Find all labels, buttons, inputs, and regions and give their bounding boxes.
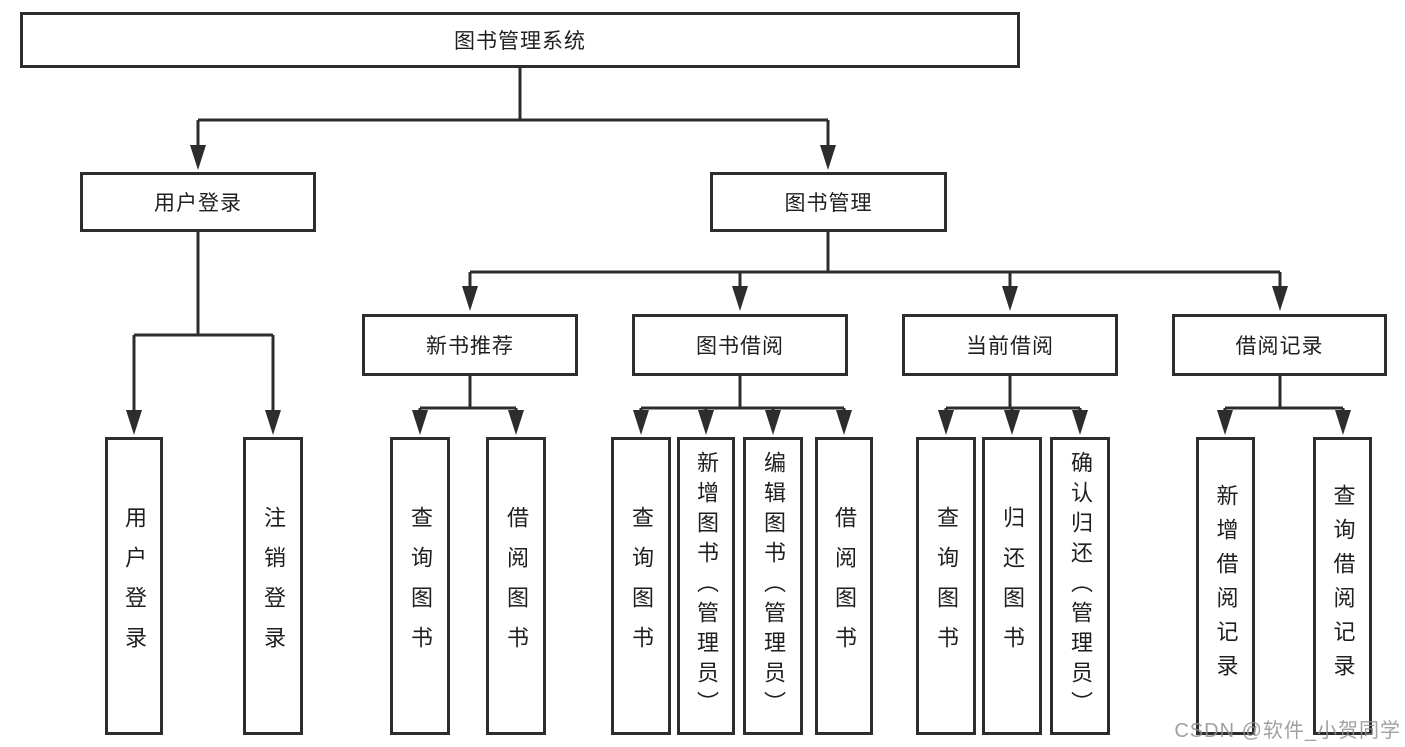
arrowhead-icon <box>508 410 524 435</box>
leaf-user-login: 用户登录 <box>105 437 163 735</box>
arrowhead-icon <box>1217 410 1233 435</box>
leaf-query-books-current: 查询图书 <box>916 437 976 735</box>
watermark: CSDN @软件_小贺同学 <box>1174 720 1401 742</box>
arrowhead-icon <box>1072 410 1088 435</box>
node-book-borrowing: 图书借阅 <box>632 314 848 376</box>
node-library-system: 图书管理系统 <box>20 12 1020 68</box>
node-label: 新书推荐 <box>426 335 514 358</box>
leaf-label: 用户登录 <box>122 506 147 666</box>
leaf-label: 确认归还（管理员） <box>1068 451 1093 721</box>
arrowhead-icon <box>190 145 206 170</box>
leaf-logout: 注销登录 <box>243 437 303 735</box>
node-label: 当前借阅 <box>966 335 1054 358</box>
node-book-management: 图书管理 <box>710 172 947 232</box>
leaf-label: 借阅图书 <box>504 506 529 666</box>
arrowhead-icon <box>1335 410 1351 435</box>
node-label: 图书管理系统 <box>454 30 586 53</box>
leaf-borrow-books-recommend: 借阅图书 <box>486 437 546 735</box>
arrowhead-icon <box>698 410 714 435</box>
arrowheads <box>126 145 1351 435</box>
node-label: 图书管理 <box>784 192 873 215</box>
leaf-confirm-return-admin: 确认归还（管理员） <box>1050 437 1110 735</box>
arrowhead-icon <box>412 410 428 435</box>
arrowhead-icon <box>732 286 748 311</box>
arrowhead-icon <box>633 410 649 435</box>
leaf-label: 编辑图书（管理员） <box>761 451 786 721</box>
node-label: 图书借阅 <box>696 335 784 358</box>
leaf-label: 查询图书 <box>408 506 433 666</box>
arrowhead-icon <box>126 410 142 435</box>
leaf-return-book: 归还图书 <box>982 437 1042 735</box>
leaf-label: 新增图书（管理员） <box>694 451 719 721</box>
arrowhead-icon <box>820 145 836 170</box>
leaf-add-book-admin: 新增图书（管理员） <box>677 437 735 735</box>
leaf-query-borrow-record: 查询借阅记录 <box>1313 437 1372 735</box>
leaf-add-borrow-record: 新增借阅记录 <box>1196 437 1255 735</box>
node-current-borrowing: 当前借阅 <box>902 314 1118 376</box>
arrowhead-icon <box>265 410 281 435</box>
arrowhead-icon <box>1004 410 1020 435</box>
leaf-label: 查询图书 <box>934 506 959 666</box>
leaf-label: 新增借阅记录 <box>1213 484 1239 688</box>
arrowhead-icon <box>938 410 954 435</box>
leaf-query-books-borrow: 查询图书 <box>611 437 671 735</box>
node-label: 借阅记录 <box>1235 335 1324 358</box>
node-user-login: 用户登录 <box>80 172 316 232</box>
arrowhead-icon <box>765 410 781 435</box>
leaf-label: 查询图书 <box>629 506 654 666</box>
leaf-label: 借阅图书 <box>832 506 857 666</box>
leaf-borrow-books-borrow: 借阅图书 <box>815 437 873 735</box>
node-new-book-recommend: 新书推荐 <box>362 314 578 376</box>
leaf-label: 查询借阅记录 <box>1330 484 1356 688</box>
leaf-edit-book-admin: 编辑图书（管理员） <box>743 437 803 735</box>
leaf-label: 归还图书 <box>1000 506 1025 666</box>
arrowhead-icon <box>1272 286 1288 311</box>
arrowhead-icon <box>462 286 478 311</box>
node-borrow-records: 借阅记录 <box>1172 314 1387 376</box>
arrowhead-icon <box>836 410 852 435</box>
arrowhead-icon <box>1002 286 1018 311</box>
leaf-label: 注销登录 <box>261 506 286 666</box>
node-label: 用户登录 <box>154 192 242 215</box>
leaf-query-books-recommend: 查询图书 <box>390 437 450 735</box>
